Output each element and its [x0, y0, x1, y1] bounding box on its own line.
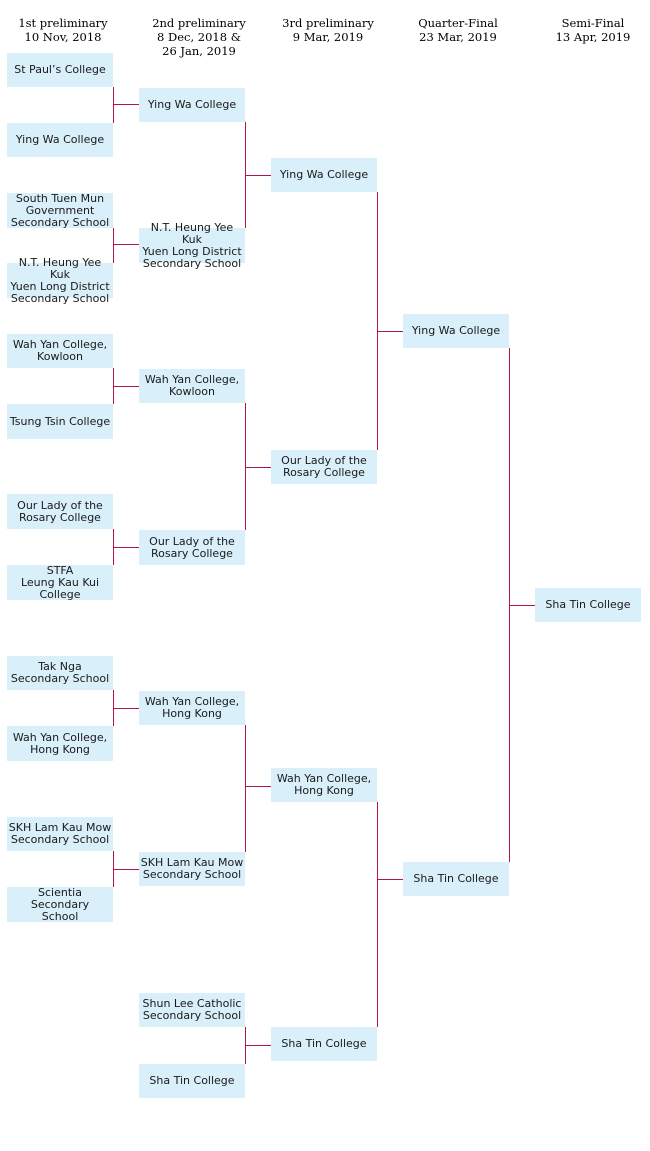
round-date: 13 Apr, 2019 — [555, 30, 631, 44]
team-box-r1-1: St Paul’s College — [7, 53, 113, 87]
team-box-r1-6: Tsung Tsin College — [7, 404, 113, 439]
team-name: South Tuen Mun Government Secondary Scho… — [10, 191, 110, 229]
connector-line — [113, 104, 139, 105]
connector-line — [113, 869, 139, 870]
team-name: N.T. Heung Yee Kuk Yuen Long District Se… — [10, 255, 110, 305]
team-name: Wah Yan College, Hong Kong — [276, 772, 372, 797]
connector-line — [245, 467, 271, 468]
connector-line — [245, 725, 246, 852]
team-box-r3-1: Ying Wa College — [271, 158, 377, 192]
connector-line — [245, 1045, 271, 1046]
team-box-qf-2: Sha Tin College — [403, 862, 509, 896]
team-box-r1-9: Tak Nga Secondary School — [7, 656, 113, 690]
team-name: Sha Tin College — [281, 1037, 367, 1050]
connector-line — [509, 605, 535, 606]
team-name: Shun Lee Catholic Secondary School — [142, 997, 242, 1022]
round-header-3rd-preliminary: 3rd preliminary 9 Mar, 2019 — [268, 16, 388, 44]
team-box-r2-8: Sha Tin College — [139, 1064, 245, 1098]
round-date: 9 Mar, 2019 — [292, 30, 364, 44]
connector-line — [245, 786, 271, 787]
team-name: STFA Leung Kau Kui College — [20, 563, 100, 601]
connector-line — [377, 879, 403, 880]
team-name: Tsung Tsin College — [9, 414, 111, 428]
round-name: Semi-Final — [561, 16, 625, 30]
connector-line — [113, 244, 139, 245]
round-name: 2nd preliminary — [152, 16, 246, 30]
connector-line — [113, 228, 114, 263]
round-header-semi-final: Semi-Final 13 Apr, 2019 — [533, 16, 650, 44]
connector-line — [113, 547, 139, 548]
connector-line — [377, 802, 378, 1027]
team-box-r1-11: SKH Lam Kau Mow Secondary School — [7, 817, 113, 851]
team-box-r2-3: Wah Yan College, Kowloon — [139, 369, 245, 403]
team-name: Our Lady of the Rosary College — [17, 498, 103, 524]
team-box-r3-3: Wah Yan College, Hong Kong — [271, 768, 377, 802]
round-header-2nd-preliminary: 2nd preliminary 8 Dec, 2018 & 26 Jan, 20… — [139, 16, 259, 58]
team-name: Ying Wa College — [279, 168, 369, 181]
team-name: Ying Wa College — [15, 133, 105, 146]
team-name: Wah Yan College, Hong Kong — [144, 695, 240, 720]
team-box-r1-7: Our Lady of the Rosary College — [7, 494, 113, 529]
team-box-r1-10: Wah Yan College, Hong Kong — [7, 726, 113, 761]
team-box-r1-4: N.T. Heung Yee Kuk Yuen Long District Se… — [7, 256, 113, 304]
team-name: Tak Nga Secondary School — [10, 660, 110, 685]
team-name: Sha Tin College — [149, 1074, 235, 1087]
connector-line — [113, 386, 139, 387]
round-date: 10 Nov, 2018 — [24, 30, 102, 44]
team-name: SKH Lam Kau Mow Secondary School — [140, 856, 244, 881]
team-name: Sha Tin College — [413, 872, 499, 885]
round-header-1st-preliminary: 1st preliminary 10 Nov, 2018 — [3, 16, 123, 44]
team-name: Sha Tin College — [545, 598, 631, 611]
team-name: Wah Yan College, Hong Kong — [12, 730, 108, 756]
connector-line — [113, 708, 139, 709]
team-name: Scientia Secondary School — [30, 885, 90, 923]
team-name: Ying Wa College — [147, 98, 237, 111]
team-box-r2-7: Shun Lee Catholic Secondary School — [139, 993, 245, 1027]
team-box-r2-5: Wah Yan College, Hong Kong — [139, 691, 245, 725]
round-header-quarter-final: Quarter-Final 23 Mar, 2019 — [398, 16, 518, 44]
round-date: 8 Dec, 2018 & 26 Jan, 2019 — [157, 30, 241, 58]
round-name: 3rd preliminary — [282, 16, 374, 30]
team-box-r1-5: Wah Yan College, Kowloon — [7, 334, 113, 368]
team-box-r1-3: South Tuen Mun Government Secondary Scho… — [7, 191, 113, 229]
round-name: 1st preliminary — [18, 16, 108, 30]
round-date: 23 Mar, 2019 — [419, 30, 497, 44]
team-box-r2-1: Ying Wa College — [139, 88, 245, 122]
team-box-r2-2: N.T. Heung Yee Kuk Yuen Long District Se… — [139, 221, 245, 269]
team-name: St Paul’s College — [14, 63, 106, 76]
team-name: Wah Yan College, Kowloon — [144, 373, 240, 398]
team-box-r1-12: Scientia Secondary School — [7, 885, 113, 923]
team-name: Our Lady of the Rosary College — [281, 454, 367, 479]
team-name: SKH Lam Kau Mow Secondary School — [8, 821, 112, 846]
team-name: Our Lady of the Rosary College — [149, 534, 235, 560]
round-name: Quarter-Final — [418, 16, 498, 30]
team-box-r2-4: Our Lady of the Rosary College — [139, 530, 245, 565]
connector-line — [245, 403, 246, 530]
team-name: Wah Yan College, Kowloon — [12, 338, 108, 363]
connector-line — [113, 87, 114, 123]
team-box-sf-1: Sha Tin College — [535, 588, 641, 622]
connector-line — [377, 192, 378, 450]
team-name: N.T. Heung Yee Kuk Yuen Long District Se… — [142, 220, 242, 270]
team-box-qf-1: Ying Wa College — [403, 314, 509, 348]
team-box-r1-8: STFA Leung Kau Kui College — [7, 563, 113, 601]
team-box-r3-2: Our Lady of the Rosary College — [271, 450, 377, 484]
team-box-r1-2: Ying Wa College — [7, 123, 113, 157]
connector-line — [377, 331, 403, 332]
team-name: Ying Wa College — [411, 324, 501, 337]
connector-line — [245, 175, 271, 176]
team-box-r3-4: Sha Tin College — [271, 1027, 377, 1061]
team-box-r2-6: SKH Lam Kau Mow Secondary School — [139, 852, 245, 886]
